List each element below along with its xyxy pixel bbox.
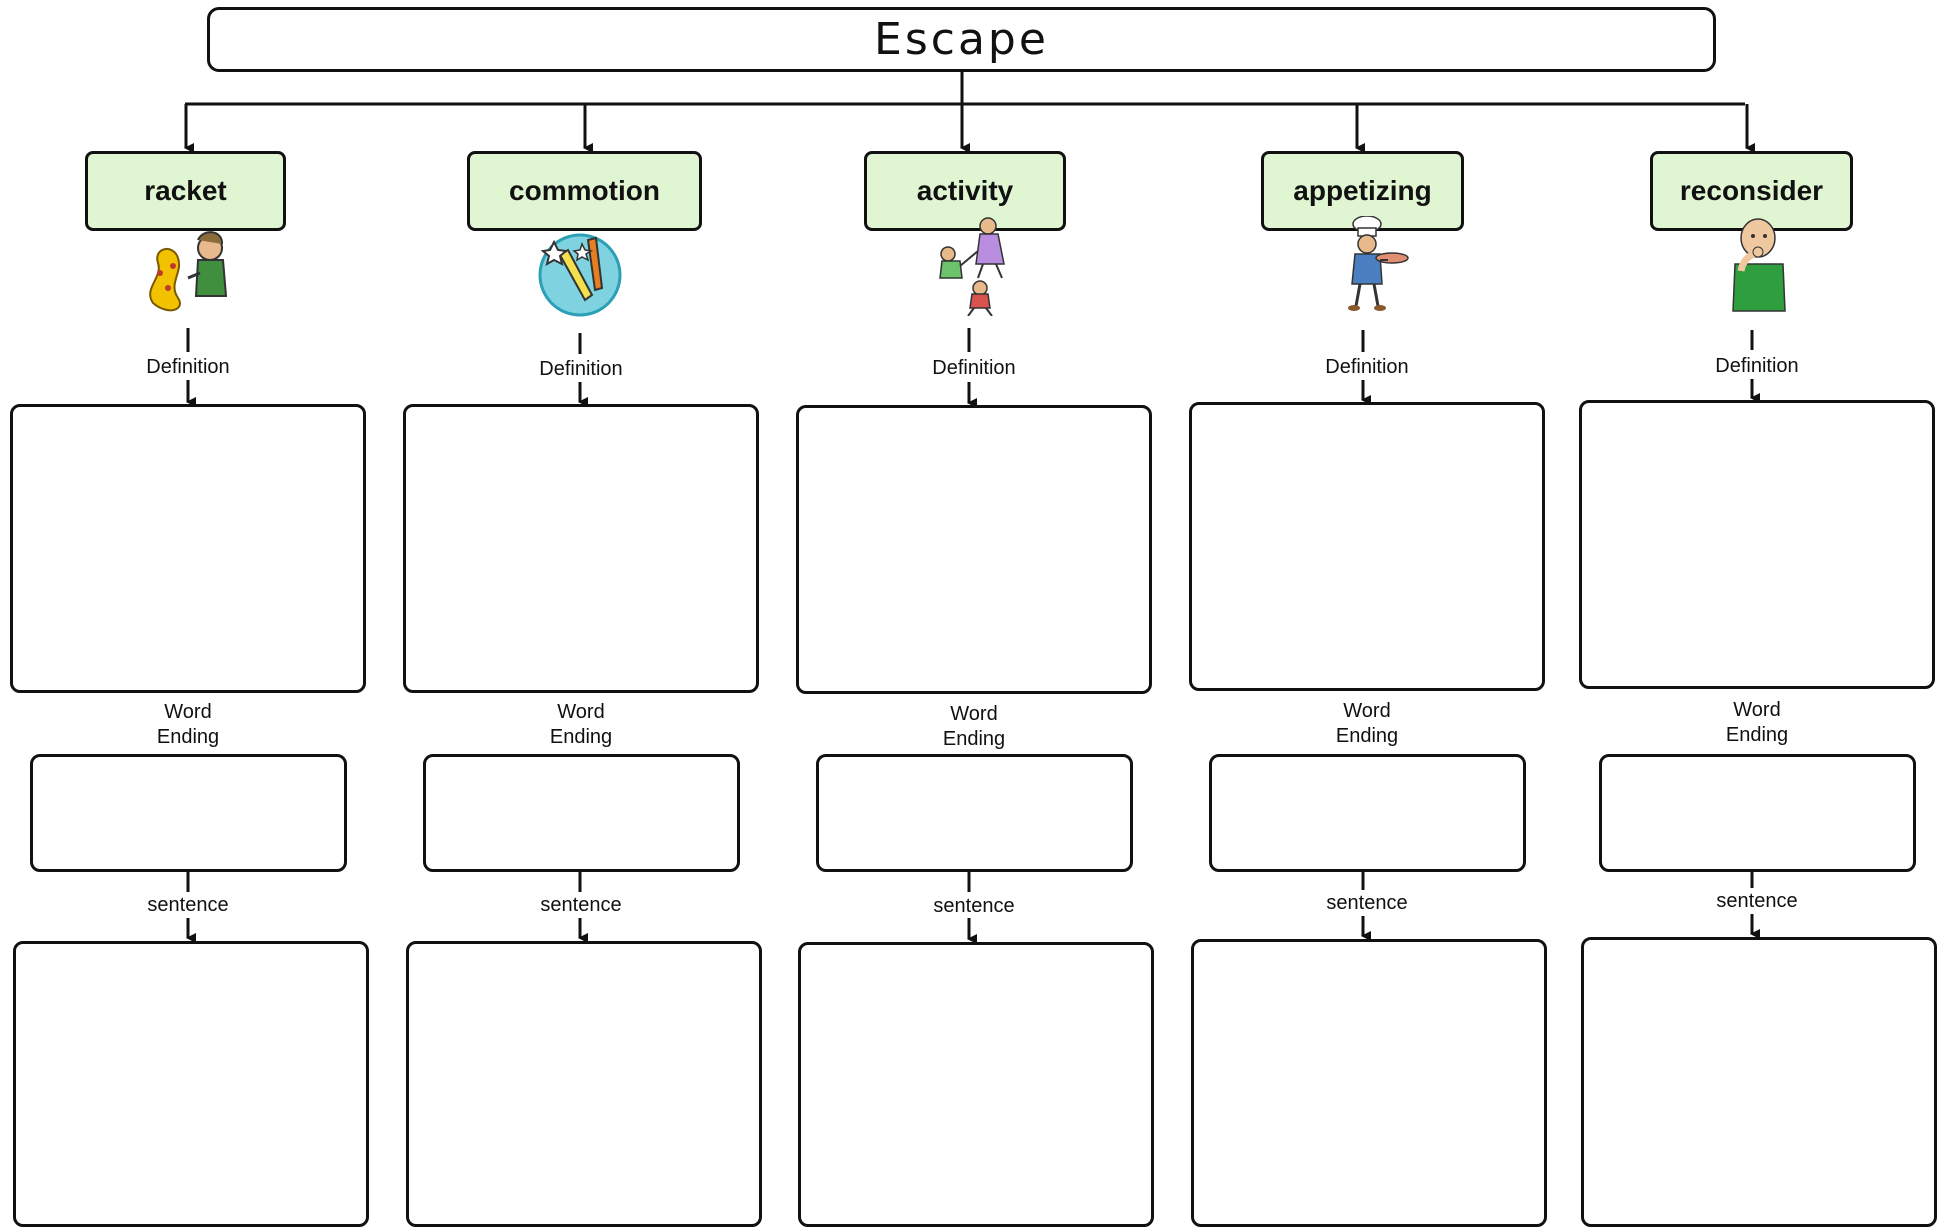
definition-box-activity[interactable]	[796, 405, 1152, 694]
definition-label: Definition	[932, 357, 1016, 379]
sentence-label: sentence	[933, 895, 1015, 917]
definition-label: Definition	[539, 358, 623, 380]
word-label: appetizing	[1293, 175, 1432, 206]
word-label: racket	[144, 175, 227, 206]
children-playing-icon	[939, 217, 1005, 316]
sentence-box-activity[interactable]	[798, 942, 1154, 1227]
definition-box-appetizing[interactable]	[1189, 402, 1545, 691]
thinking-boy-icon	[1732, 218, 1786, 312]
definition-box-commotion[interactable]	[403, 404, 759, 693]
word-box-racket: racket	[85, 151, 286, 231]
word-label: reconsider	[1679, 175, 1824, 206]
sentence-label: sentence	[1716, 890, 1798, 912]
word-box-reconsider: reconsider	[1650, 151, 1853, 231]
word-label: commotion	[509, 175, 660, 206]
map-title: Escape	[874, 14, 1049, 65]
sentence-label: sentence	[540, 894, 622, 916]
word-ending-box-reconsider[interactable]	[1599, 754, 1916, 872]
sentence-label: sentence	[1326, 892, 1408, 914]
word-label: activity	[916, 175, 1014, 206]
definition-box-reconsider[interactable]	[1579, 400, 1935, 689]
word-ending-box-racket[interactable]	[30, 754, 347, 872]
sentence-box-commotion[interactable]	[406, 941, 762, 1227]
sentence-label: sentence	[147, 894, 229, 916]
definition-label: Definition	[1715, 355, 1799, 377]
definition-label: Definition	[1325, 356, 1409, 378]
sentence-box-racket[interactable]	[13, 941, 369, 1227]
word-ending-box-commotion[interactable]	[423, 754, 740, 872]
word-ending-box-activity[interactable]	[816, 754, 1133, 872]
word-box-activity: activity	[864, 151, 1066, 231]
title-box: Escape	[207, 7, 1716, 72]
definition-box-racket[interactable]	[10, 404, 366, 693]
word-ending-box-appetizing[interactable]	[1209, 754, 1526, 872]
chef-icon	[1348, 216, 1409, 311]
definition-label: Definition	[146, 356, 230, 378]
fireworks-icon	[538, 233, 622, 317]
sentence-box-reconsider[interactable]	[1581, 937, 1937, 1227]
snake-charmer-icon	[149, 231, 228, 312]
sentence-box-appetizing[interactable]	[1191, 939, 1547, 1227]
word-box-commotion: commotion	[467, 151, 702, 231]
